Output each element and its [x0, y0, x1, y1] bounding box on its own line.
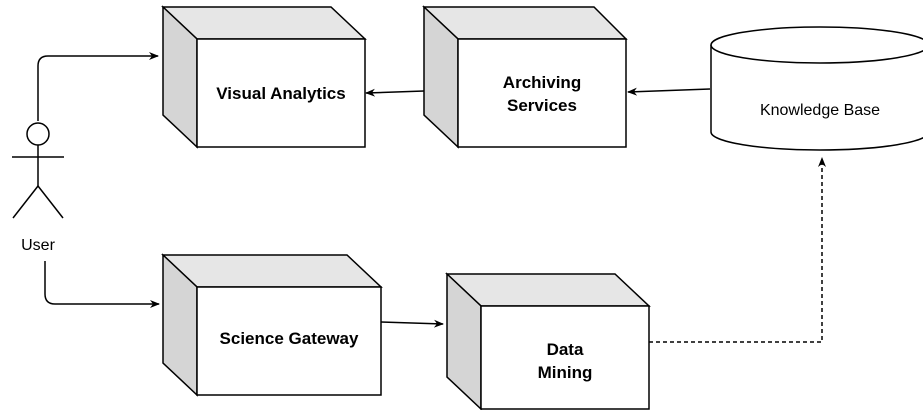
- data-mining-label-line1: Data: [547, 340, 584, 359]
- archiving-services-label-line2: Services: [507, 96, 577, 115]
- user-actor-icon: [12, 122, 64, 219]
- archiving-services-label-line1: Archiving: [503, 73, 581, 92]
- connector-science-gateway-to-data-mining: [380, 319, 444, 328]
- connector-archiving-to-visual-analytics: [365, 88, 425, 97]
- science-gateway-label: Science Gateway: [220, 329, 359, 348]
- connector-knowledge-base-to-archiving: [627, 87, 711, 96]
- connector-user-to-visual-analytics: [37, 52, 159, 121]
- visual-analytics-node: Visual Analytics: [161, 5, 367, 149]
- data-mining-node: Data Mining: [445, 272, 651, 410]
- science-gateway-node: Science Gateway: [161, 253, 383, 397]
- knowledge-base-node: Knowledge Base: [710, 26, 923, 151]
- connector-user-to-science-gateway: [44, 261, 160, 308]
- archiving-services-node: Archiving Services: [422, 5, 628, 149]
- knowledge-base-label: Knowledge Base: [760, 102, 880, 119]
- user-label: User: [21, 237, 55, 254]
- connector-data-mining-to-knowledge-base: [649, 157, 826, 343]
- data-mining-label-line2: Mining: [538, 363, 593, 382]
- visual-analytics-label: Visual Analytics: [216, 84, 345, 103]
